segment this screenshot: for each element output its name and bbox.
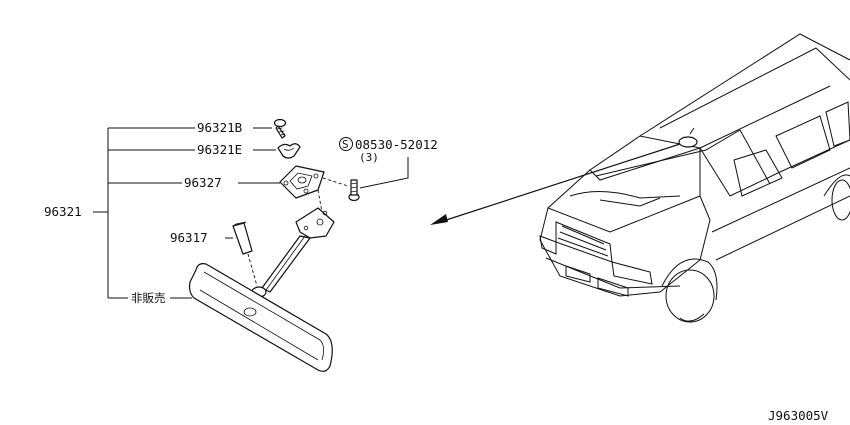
clip-icon [277, 143, 301, 159]
label-96321E: 96321E [197, 142, 242, 157]
leader-lines [93, 127, 681, 299]
rearview-mirror-icon [188, 263, 333, 372]
label-not-sold: 非販売 [131, 291, 166, 305]
label-96321B: 96321B [197, 120, 242, 135]
mounting-bracket-icon [279, 165, 325, 199]
screw-icon [273, 118, 287, 139]
label-bolt-qty: (3) [359, 151, 379, 164]
label-bolt-code: 08530-52012 [355, 137, 438, 152]
bolt-symbol: S [342, 138, 349, 151]
mirror-location-icon [678, 136, 698, 148]
bolt-icon [348, 179, 360, 202]
bolt-reference: S 08530-52012 (3) [339, 137, 438, 164]
stay-cover-icon [232, 221, 253, 255]
diagram-id: J963005V [768, 408, 829, 423]
label-96327: 96327 [184, 175, 222, 190]
vehicle-illustration [539, 33, 850, 323]
mirror-stay-icon [251, 207, 335, 298]
label-96321: 96321 [44, 204, 82, 219]
label-96317: 96317 [170, 230, 208, 245]
standard-part-symbol-icon [339, 137, 353, 151]
